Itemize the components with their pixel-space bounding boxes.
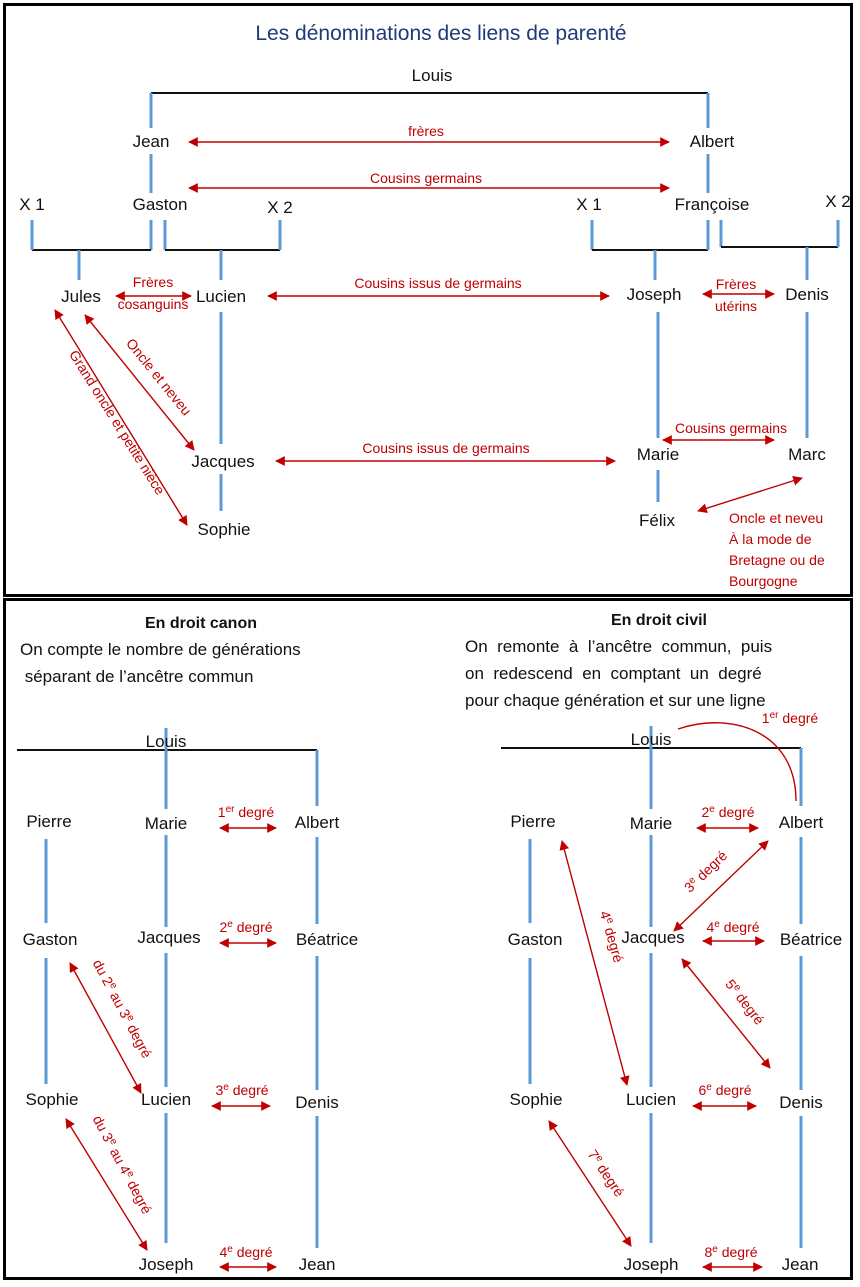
canon-degree-1: 1er degré — [218, 804, 275, 820]
canon-node-jacques: Jacques — [137, 928, 200, 947]
node-gaston: Gaston — [133, 195, 188, 214]
canon-node-denis: Denis — [295, 1093, 338, 1112]
top-nodes: Louis Jean Albert X 1 Gaston X 2 X 1 Fra… — [19, 66, 850, 539]
civil-node-marie: Marie — [630, 814, 673, 833]
civil-degree-labels: 1er degré 2e degré 3e degré 4e degré 4e … — [585, 710, 819, 1260]
civil-node-sophie: Sophie — [510, 1090, 563, 1109]
node-felix: Félix — [639, 511, 675, 530]
canon-diag-2-3: du 2e au 3e degré — [90, 957, 155, 1061]
relation-labels: frères Cousins germains Frères cosanguin… — [66, 123, 825, 589]
node-x2-right: X 2 — [825, 192, 850, 211]
label-freres-ut-1: Frères — [716, 276, 756, 292]
canon-node-pierre: Pierre — [26, 812, 71, 831]
bottom-panel: En droit canon On compte le nombre de gé… — [3, 598, 853, 1280]
canon-node-jean: Jean — [299, 1255, 336, 1274]
canon-lines — [17, 728, 319, 1248]
canon-arrows — [65, 823, 277, 1272]
civil-degree-6: 6e degré — [698, 1082, 751, 1098]
node-jean: Jean — [133, 132, 170, 151]
civil-text-line3: pour chaque génération et sur une ligne — [465, 691, 766, 710]
node-albert: Albert — [690, 132, 735, 151]
civil-degree-2: 2e degré — [701, 804, 754, 820]
civil-node-denis: Denis — [779, 1093, 822, 1112]
top-diagram: Les dénominations des liens de parenté — [19, 22, 850, 589]
node-x2-left: X 2 — [267, 198, 293, 217]
civil-text-line1: On remonte à l’ancêtre commun, puis — [465, 637, 772, 656]
node-lucien: Lucien — [196, 287, 246, 306]
label-cousins-issus-1: Cousins issus de germains — [354, 275, 521, 291]
label-freres-ut-2: utérins — [715, 298, 757, 314]
civil-degree-4-right: 4e degré — [706, 919, 759, 935]
canon-degree-4: 4e degré — [219, 1244, 272, 1260]
canon-node-albert: Albert — [295, 813, 340, 832]
canon-nodes: Louis Pierre Marie Albert Gaston Jacques… — [23, 732, 359, 1274]
canon-node-sophie: Sophie — [26, 1090, 79, 1109]
civil-degree-7: 7e degré — [585, 1147, 628, 1200]
node-louis: Louis — [412, 66, 453, 85]
canon-degree-labels: 1er degré 2e degré 3e degré 4e degré du … — [90, 804, 275, 1260]
diagram-title: Les dénominations des liens de parenté — [255, 22, 626, 45]
canon-node-beatrice: Béatrice — [296, 930, 358, 949]
label-freres: frères — [408, 123, 444, 139]
label-freres-cons-2: cosanguins — [118, 296, 189, 312]
canon-text-line1: On compte le nombre de générations — [20, 640, 301, 659]
civil-nodes: Louis Pierre Marie Albert Gaston Jacques… — [508, 730, 843, 1274]
civil-lines — [501, 726, 803, 1248]
civil-text-line2: on redescend en comptant un degré — [465, 664, 762, 683]
canon-text-line2: séparant de l’ancêtre commun — [20, 667, 253, 686]
civil-node-pierre: Pierre — [510, 812, 555, 831]
civil-degree-3: 3e degré — [681, 847, 730, 896]
civil-node-beatrice: Béatrice — [780, 930, 842, 949]
label-freres-cons-1: Frères — [133, 274, 173, 290]
label-bretagne-2: À la mode de — [729, 531, 812, 547]
civil-degree-5: 5e degré — [722, 976, 767, 1028]
label-cousins-issus-2: Cousins issus de germains — [362, 440, 529, 456]
canon-node-louis: Louis — [146, 732, 187, 751]
civil-heading: En droit civil — [611, 612, 707, 629]
node-jacques: Jacques — [191, 452, 254, 471]
civil-node-jean: Jean — [782, 1255, 819, 1274]
relation-arrows — [54, 137, 803, 526]
canon-degree-3: 3e degré — [215, 1082, 268, 1098]
civil-node-louis: Louis — [631, 730, 672, 749]
canon-node-marie: Marie — [145, 814, 188, 833]
civil-degree-1: 1er degré — [762, 710, 819, 726]
node-marc: Marc — [788, 445, 826, 464]
civil-arrows — [548, 722, 797, 1272]
label-bretagne-1: Oncle et neveu — [729, 510, 823, 526]
civil-node-jacques: Jacques — [621, 928, 684, 947]
bottom-diagram: En droit canon On compte le nombre de gé… — [17, 612, 842, 1274]
node-francoise: Françoise — [675, 195, 750, 214]
canon-degree-2: 2e degré — [219, 919, 272, 935]
label-cousins-germains-1: Cousins germains — [370, 170, 482, 186]
civil-node-gaston: Gaston — [508, 930, 563, 949]
node-joseph: Joseph — [627, 285, 682, 304]
node-x1-right: X 1 — [576, 195, 602, 214]
node-marie: Marie — [637, 445, 680, 464]
civil-node-joseph: Joseph — [624, 1255, 679, 1274]
civil-node-albert: Albert — [779, 813, 824, 832]
tree-lines — [30, 92, 840, 511]
label-bretagne-3: Bretagne ou de — [729, 552, 825, 568]
canon-heading: En droit canon — [145, 615, 257, 632]
canon-node-gaston: Gaston — [23, 930, 78, 949]
label-cousins-germains-2: Cousins germains — [675, 420, 787, 436]
top-panel: Les dénominations des liens de parenté — [3, 3, 853, 597]
canon-section: En droit canon On compte le nombre de gé… — [17, 615, 358, 1274]
civil-section: En droit civil On remonte à l’ancêtre co… — [465, 612, 842, 1274]
canon-node-lucien: Lucien — [141, 1090, 191, 1109]
canon-diag-3-4: du 3e au 4e degré — [90, 1113, 155, 1217]
civil-node-lucien: Lucien — [626, 1090, 676, 1109]
canon-node-joseph: Joseph — [139, 1255, 194, 1274]
civil-degree-8: 8e degré — [704, 1244, 757, 1260]
label-bretagne-4: Bourgogne — [729, 573, 798, 589]
node-x1-left: X 1 — [19, 195, 45, 214]
node-denis: Denis — [785, 285, 828, 304]
node-jules: Jules — [61, 287, 101, 306]
node-sophie: Sophie — [198, 520, 251, 539]
